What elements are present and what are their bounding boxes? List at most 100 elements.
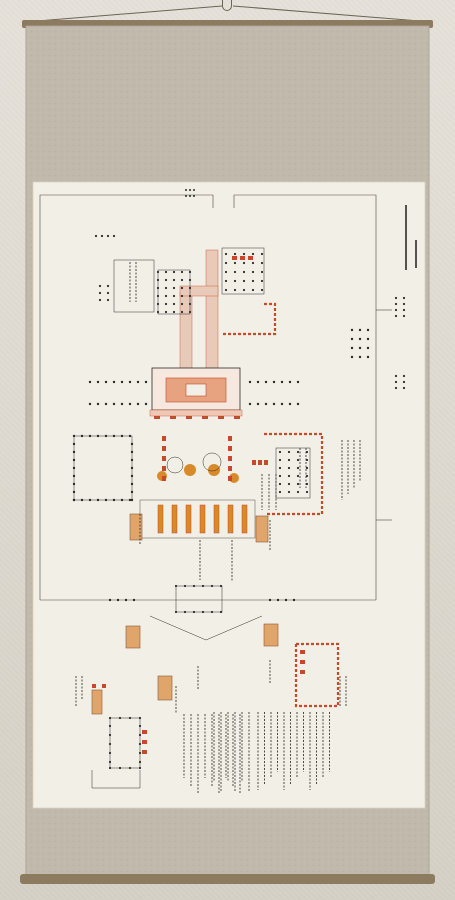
pillar-dot	[164, 310, 168, 314]
pillar-dot	[128, 434, 132, 438]
pillar-dot	[278, 458, 282, 462]
vermilion-marker	[186, 416, 192, 419]
pillar-dot	[112, 234, 116, 238]
vermilion-marker	[228, 466, 232, 471]
pillar-dot	[256, 402, 260, 406]
pillar-dot	[402, 386, 406, 390]
pillar-dot	[98, 298, 102, 302]
pillar-dot	[189, 189, 191, 191]
pillar-dot	[72, 450, 76, 454]
pillar-dot	[287, 450, 291, 454]
pillar-dots	[72, 189, 406, 770]
pillar-dot	[112, 380, 116, 384]
pillar-dot	[268, 598, 272, 602]
pillar-dot	[233, 279, 237, 283]
pillar-dot	[233, 288, 237, 292]
pillar-dot	[305, 450, 309, 454]
pillar-dot	[296, 458, 300, 462]
vermilion-marker	[300, 660, 305, 664]
pillar-dot	[120, 434, 124, 438]
pillar-dot	[224, 270, 228, 274]
pillar-dot	[174, 584, 178, 588]
pillar-dot	[248, 380, 252, 384]
pillar-dot	[350, 337, 354, 341]
pillar-dot	[128, 766, 132, 770]
pillar-dot	[219, 584, 223, 588]
pillar-dot	[278, 474, 282, 478]
pillar-dot	[96, 380, 100, 384]
vermilion-marker	[228, 456, 232, 461]
pillar-dot	[180, 294, 184, 298]
offering-rows	[139, 452, 256, 539]
pillar-dot	[394, 386, 398, 390]
pillar-dot	[251, 288, 255, 292]
pillar-dot	[172, 278, 176, 282]
pillar-dot	[138, 760, 142, 764]
pillar-dot	[188, 286, 192, 290]
pillar-dot	[164, 294, 168, 298]
pillar-dot	[180, 310, 184, 314]
compound-outline	[39, 194, 392, 601]
pillar-dot	[164, 278, 168, 282]
vermilion-marker	[162, 466, 166, 471]
pillar-dot	[108, 742, 112, 746]
pillar-dot	[288, 380, 292, 384]
pillar-dot	[189, 195, 191, 197]
pillar-dot	[172, 310, 176, 314]
pillar-dot	[264, 402, 268, 406]
pillar-dot	[402, 308, 406, 312]
pillar-dot	[305, 466, 309, 470]
pillar-dot	[224, 288, 228, 292]
pillar-dot	[130, 450, 134, 454]
pillar-dot	[278, 482, 282, 486]
calligraphy-inscriptions	[75, 262, 361, 794]
pillar-dot	[98, 291, 102, 295]
pillar-dot	[136, 402, 140, 406]
pillar-dot	[183, 610, 187, 614]
pillar-dot	[242, 270, 246, 274]
pillar-dot	[88, 402, 92, 406]
pillar-dot	[305, 474, 309, 478]
pillar-dot	[394, 296, 398, 300]
pillar-dot	[120, 498, 124, 502]
pillar-dot	[96, 498, 100, 502]
pillar-dot	[96, 402, 100, 406]
pillar-dot	[192, 610, 196, 614]
pillar-dot	[108, 760, 112, 764]
pillar-dot	[72, 458, 76, 462]
pillar-dot	[185, 189, 187, 191]
pillar-dot	[287, 458, 291, 462]
pillar-dot	[350, 328, 354, 332]
pillar-dot	[242, 252, 246, 256]
pillar-dot	[264, 380, 268, 384]
pillar-dot	[296, 482, 300, 486]
vermilion-marker	[232, 256, 237, 260]
left-annex-inner	[157, 269, 191, 315]
pillar-dot	[104, 402, 108, 406]
pillar-dot	[128, 380, 132, 384]
pillar-dot	[242, 261, 246, 265]
pillar-dot	[358, 328, 362, 332]
pillar-dot	[72, 442, 76, 446]
pillar-dot	[88, 498, 92, 502]
pillar-dot	[88, 434, 92, 438]
pillar-dot	[366, 328, 370, 332]
vermilion-marker	[92, 684, 96, 688]
pillar-dot	[358, 346, 362, 350]
pillar-dot	[296, 402, 300, 406]
vermilion-marker	[102, 684, 106, 688]
vermilion-marker	[264, 460, 268, 465]
vermilion-marker	[142, 730, 147, 734]
pillar-dot	[156, 270, 160, 274]
pillar-dot	[280, 402, 284, 406]
vermilion-marker	[228, 436, 232, 441]
pillar-dot	[350, 355, 354, 359]
pillar-dot	[106, 291, 110, 295]
pillar-dot	[251, 270, 255, 274]
pillar-dot	[280, 380, 284, 384]
vermilion-marker	[218, 416, 224, 419]
pillar-dot	[260, 252, 264, 256]
pillar-dot	[366, 355, 370, 359]
pillar-dot	[296, 450, 300, 454]
